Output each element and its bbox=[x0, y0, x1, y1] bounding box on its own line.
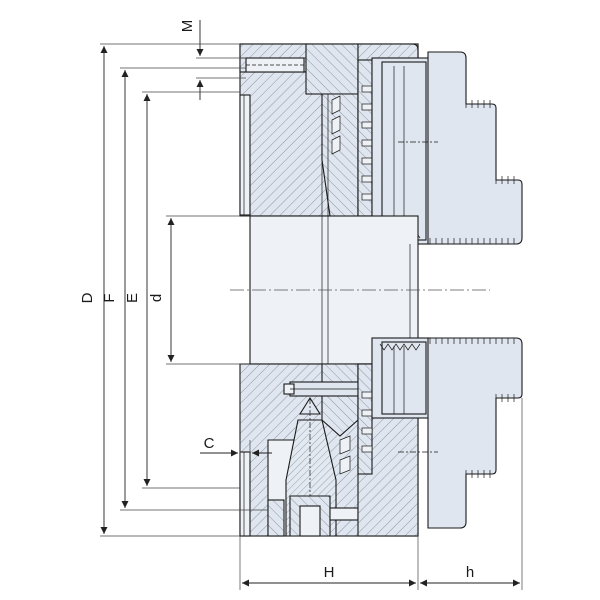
top-jaw-lower bbox=[371, 337, 523, 529]
dim-label-d: d bbox=[148, 294, 165, 302]
dimension-lines bbox=[100, 20, 523, 590]
dim-label-M: M bbox=[179, 20, 196, 33]
dim-label-C: C bbox=[204, 435, 215, 452]
dim-label-H: H bbox=[324, 564, 335, 581]
dim-label-D: D bbox=[79, 292, 96, 303]
dim-label-E: E bbox=[124, 293, 141, 303]
dim-label-F: F bbox=[101, 293, 118, 302]
top-jaw-upper bbox=[371, 51, 523, 245]
dim-label-h: h bbox=[466, 564, 474, 581]
